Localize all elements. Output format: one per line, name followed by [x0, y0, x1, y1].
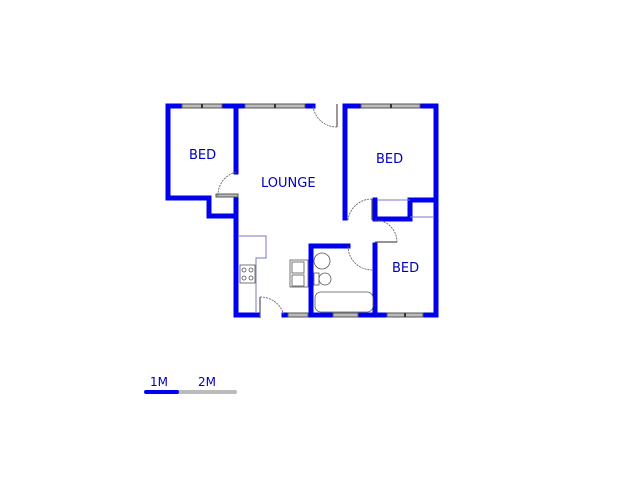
walls	[165, 103, 439, 318]
scale-label-2m: 2M	[198, 375, 216, 389]
wall-bed2-closet	[372, 197, 439, 222]
room-label-bed-2: BED	[376, 152, 403, 167]
room-label-bed-1: BED	[189, 148, 216, 163]
room-label-bed-3: BED	[392, 261, 419, 276]
toilet-icon	[318, 272, 332, 286]
window-bath	[332, 312, 359, 318]
kitchen-counter	[239, 235, 267, 312]
wall-bathroom	[308, 243, 351, 318]
stove-icon	[239, 264, 256, 284]
windows	[181, 103, 424, 318]
bathtub-icon	[314, 291, 374, 313]
wall-bed1-outer	[165, 103, 239, 219]
basin-icon	[313, 252, 331, 270]
scale-bar: 1M 2M	[144, 375, 237, 394]
room-label-lounge: LOUNGE	[261, 176, 316, 191]
room-labels: BED LOUNGE BED BED	[189, 148, 419, 276]
window-kitchen	[287, 312, 309, 318]
fixtures	[239, 199, 434, 313]
scale-label-1m: 1M	[150, 375, 168, 389]
door-bed1[interactable]	[215, 193, 239, 198]
doors	[215, 104, 398, 318]
